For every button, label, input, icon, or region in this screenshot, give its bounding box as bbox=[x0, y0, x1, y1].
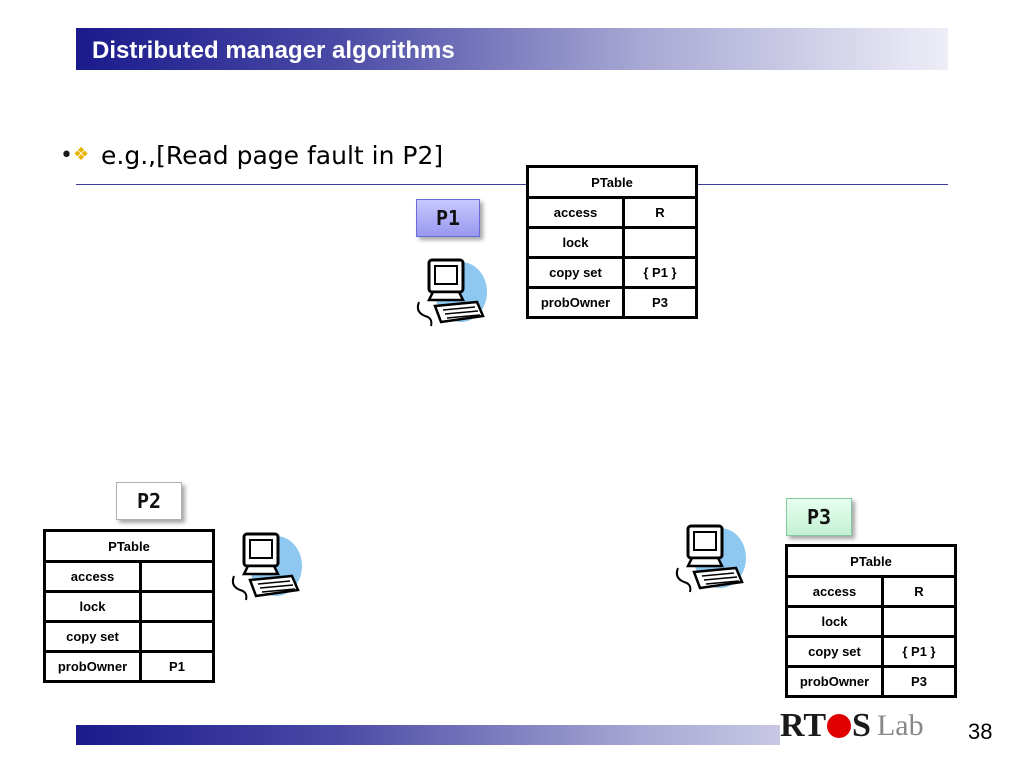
page-number: 38 bbox=[968, 719, 993, 744]
processor-p3-label: P3 bbox=[786, 498, 852, 536]
computer-icon bbox=[675, 524, 746, 593]
ptable-value: R bbox=[622, 196, 698, 229]
ptable-value bbox=[139, 560, 215, 593]
ptable-value: R bbox=[881, 575, 957, 608]
processor-p2-label: P2 bbox=[116, 482, 182, 520]
footer-bar bbox=[76, 725, 948, 745]
ptable-value bbox=[139, 590, 215, 623]
computer-icon bbox=[231, 532, 302, 601]
logo-dot-icon bbox=[827, 714, 852, 738]
diamond-bullet-icon: •❖ bbox=[60, 143, 90, 168]
computer-icon bbox=[416, 258, 487, 327]
ptable-value: { P1 } bbox=[622, 256, 698, 289]
ptable-key: probOwner bbox=[43, 650, 142, 683]
divider-right bbox=[698, 184, 948, 185]
ptable-value bbox=[139, 620, 215, 653]
ptable-key: copy set bbox=[526, 256, 625, 289]
divider-left bbox=[76, 184, 528, 185]
ptable-key: copy set bbox=[43, 620, 142, 653]
ptable-value: { P1 } bbox=[881, 635, 957, 668]
ptable-value bbox=[622, 226, 698, 259]
title-bar: Distributed manager algorithms bbox=[76, 28, 948, 70]
ptable-key: lock bbox=[43, 590, 142, 623]
slide-title: Distributed manager algorithms bbox=[92, 37, 455, 64]
ptable-key: lock bbox=[526, 226, 625, 259]
ptable-key: probOwner bbox=[526, 286, 625, 319]
bullet-text: e.g.,[Read page fault in P2] bbox=[101, 141, 444, 170]
ptable-key: lock bbox=[785, 605, 884, 638]
processor-p1-label: P1 bbox=[416, 199, 480, 237]
ptable-key: access bbox=[43, 560, 142, 593]
ptable-value: P3 bbox=[622, 286, 698, 319]
logo-lab-text: Lab bbox=[876, 709, 924, 742]
ptable-key: access bbox=[526, 196, 625, 229]
ptable-value bbox=[881, 605, 957, 638]
ptable-value: P3 bbox=[881, 665, 957, 698]
ptable-header: PTable bbox=[43, 529, 215, 563]
ptable-value: P1 bbox=[139, 650, 215, 683]
logo-s-text: S bbox=[852, 707, 871, 744]
ptable-key: probOwner bbox=[785, 665, 884, 698]
ptable-key: copy set bbox=[785, 635, 884, 668]
ptable-header: PTable bbox=[526, 165, 698, 199]
logo-rt-text: RT bbox=[780, 707, 827, 744]
ptable-header: PTable bbox=[785, 544, 957, 578]
ptable-key: access bbox=[785, 575, 884, 608]
